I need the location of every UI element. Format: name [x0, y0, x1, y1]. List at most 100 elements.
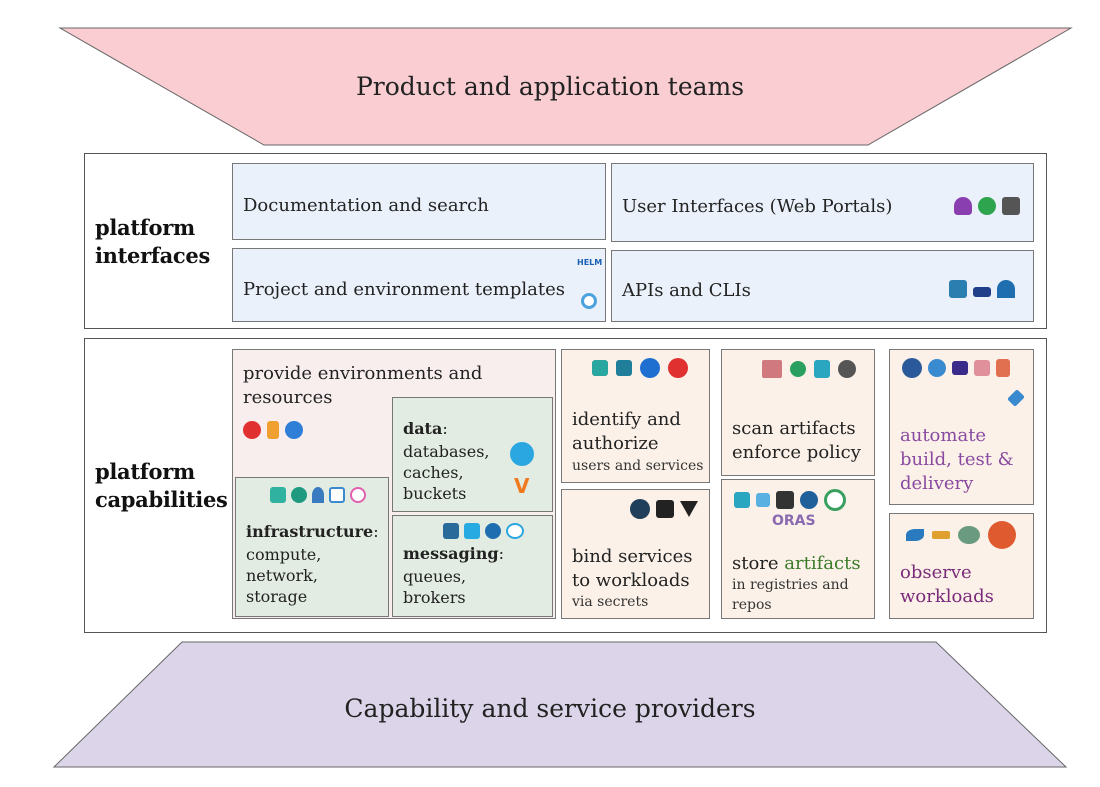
label-line2: capabilities: [95, 487, 228, 512]
infra-colon: :: [373, 522, 379, 541]
info-icon: [824, 489, 846, 511]
cloud-icon: [506, 523, 524, 539]
bind-title: bind services to workloads: [572, 545, 693, 593]
bottom-banner-label: Capability and service providers: [344, 694, 756, 723]
identify-l2: authorize: [572, 433, 659, 454]
globe-icon: [902, 358, 922, 378]
store-title: store artifacts: [732, 552, 861, 576]
data-l2: caches,: [403, 463, 464, 482]
messaging-title-bold: messaging: [403, 544, 499, 563]
ui-card[interactable]: User Interfaces (Web Portals): [611, 163, 1034, 242]
infra-title-bold: infrastructure: [246, 522, 374, 541]
key-icon: [616, 360, 632, 376]
automate-title: automate build, test & delivery: [900, 424, 1014, 496]
messaging-card[interactable]: messaging: queues, brokers: [392, 515, 553, 617]
messaging-l1: queues,: [403, 567, 467, 586]
docs-label: Documentation and search: [243, 195, 489, 216]
label-line1: platform: [95, 215, 195, 240]
vault-icon: [630, 499, 650, 519]
data-colon: :: [442, 419, 448, 438]
automate-l1: automate: [900, 425, 987, 446]
observe-l2: workloads: [900, 586, 994, 607]
infra-desc: compute, network, storage: [246, 544, 321, 607]
nats-icon: [464, 523, 480, 539]
data-desc: databases, caches, buckets: [403, 441, 490, 504]
templates-card[interactable]: Project and environment templates HELM: [232, 248, 606, 322]
arrow-circle-icon: [640, 358, 660, 378]
data-title: data:: [403, 418, 448, 439]
scan-icons: [762, 360, 856, 378]
identify-title: identify and authorize: [572, 408, 681, 456]
hat-icon: [973, 287, 991, 297]
docs-card[interactable]: Documentation and search: [232, 163, 606, 240]
provide-line1: provide environments and: [243, 363, 483, 384]
store-icons: [734, 489, 846, 511]
identify-card[interactable]: identify and authorize users and service…: [561, 349, 710, 483]
automate-card[interactable]: automate build, test & delivery: [889, 349, 1034, 505]
flux-icon: [1007, 389, 1025, 407]
oras-icon: ORAS: [772, 513, 816, 529]
opa-icon: [838, 360, 856, 378]
provide-line2: resources: [243, 387, 333, 408]
messaging-colon: :: [498, 544, 504, 563]
octopus-icon: [510, 442, 534, 466]
ship-icon: [997, 280, 1015, 298]
top-banner-label: Product and application teams: [355, 72, 745, 101]
store-sub1: in registries and: [732, 577, 849, 593]
zot-icon: [734, 492, 750, 508]
data-l1: databases,: [403, 442, 490, 461]
observe-l1: observe: [900, 562, 972, 583]
platform-interfaces-label: platform interfaces: [95, 214, 210, 270]
stripes-icon: [928, 359, 946, 377]
automate-icons: [902, 358, 1010, 378]
observe-icons: [906, 521, 1016, 549]
infra-l3: storage: [246, 587, 308, 606]
messaging-desc: queues, brokers: [403, 566, 466, 608]
bind-card[interactable]: bind services to workloads via secrets: [561, 489, 710, 619]
box-icon: [329, 487, 345, 503]
lambda-icon: [443, 523, 459, 539]
harbor-icon: [756, 493, 770, 507]
cube-green-icon: [270, 487, 286, 503]
infra-l1: compute,: [246, 545, 322, 564]
bind-sub: via secrets: [572, 594, 649, 610]
store-sub2: repos: [732, 597, 772, 613]
ui-icons: [954, 197, 1020, 215]
ui-label: User Interfaces (Web Portals): [622, 196, 893, 217]
one-password-icon: [656, 500, 674, 518]
ci-icon: [776, 491, 794, 509]
bind-l2: to workloads: [572, 570, 690, 591]
apis-icons: [949, 280, 1015, 298]
identify-l1: identify and: [572, 409, 681, 430]
identify-icons: [592, 358, 688, 378]
bird-icon: [906, 529, 924, 541]
platform-capabilities-label: platform capabilities: [95, 458, 228, 514]
data-card[interactable]: data: databases, caches, buckets V: [392, 397, 553, 512]
observe-card[interactable]: observe workloads: [889, 513, 1034, 619]
cube-icon: [949, 280, 967, 298]
apis-label: APIs and CLIs: [622, 280, 751, 301]
messaging-l2: brokers: [403, 588, 466, 607]
infra-title: infrastructure:: [246, 521, 379, 542]
bind-icons: [630, 499, 698, 519]
infrastructure-card[interactable]: infrastructure: compute, network, storag…: [235, 477, 389, 617]
pig-icon: [974, 360, 990, 376]
telescope-icon: [932, 531, 950, 539]
apis-card[interactable]: APIs and CLIs: [611, 250, 1034, 322]
store-card[interactable]: ORAS store artifacts in registries and r…: [721, 479, 875, 619]
scan-card[interactable]: scan artifacts enforce policy: [721, 349, 875, 476]
infra-l2: network,: [246, 566, 318, 585]
ring-icon: [350, 487, 366, 503]
hexagon-icon: [800, 491, 818, 509]
observe-title: observe workloads: [900, 561, 994, 609]
messaging-title: messaging:: [403, 543, 504, 564]
top-banner-shape: [58, 27, 1073, 146]
backstage-icon: [954, 197, 972, 215]
falco-icon: [814, 360, 830, 378]
flame-icon: [267, 421, 279, 439]
sprout-icon: [790, 361, 806, 377]
v-logo-icon: V: [514, 474, 530, 498]
store-pre: store: [732, 553, 785, 574]
kafka-icon: [485, 523, 501, 539]
